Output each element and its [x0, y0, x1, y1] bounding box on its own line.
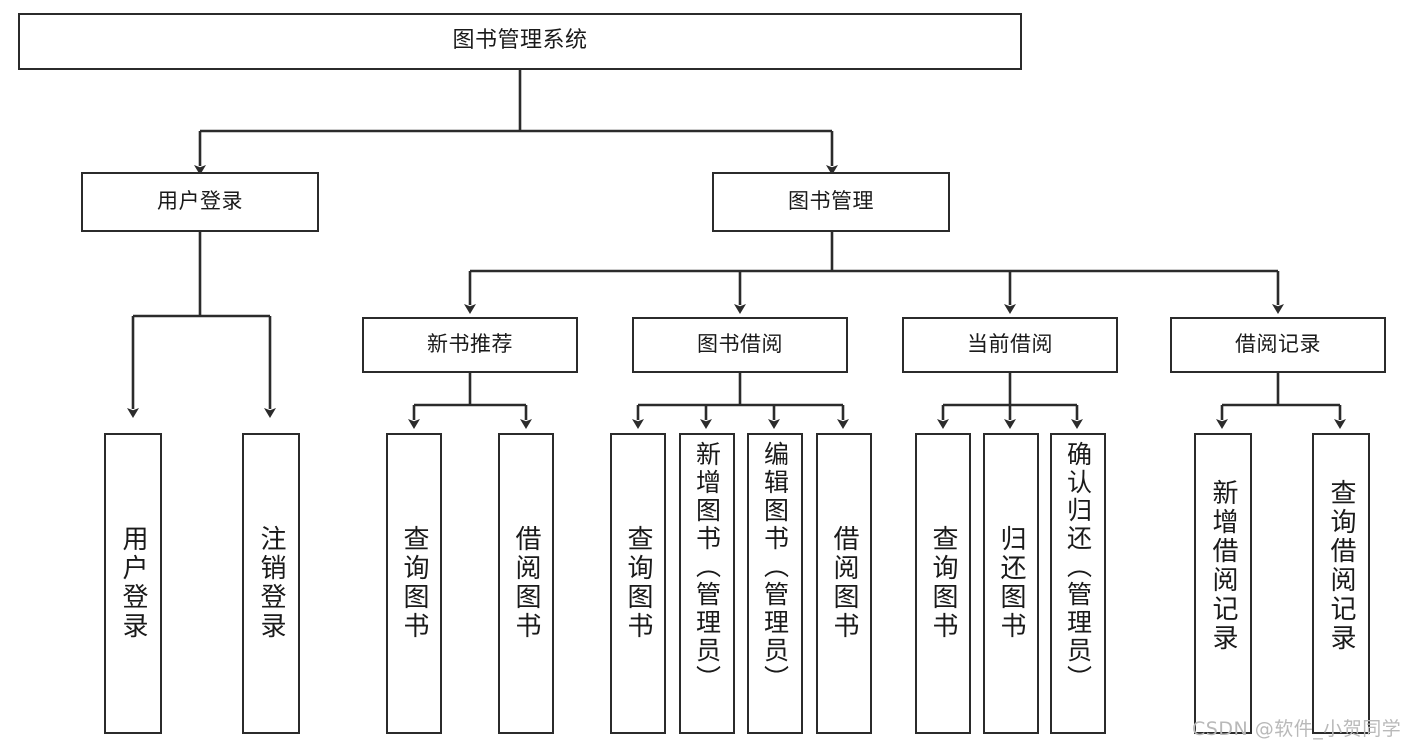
node-label: 新书推荐	[427, 332, 513, 357]
node-label: 图书管理	[788, 189, 874, 214]
node-label: 查询图书	[928, 525, 959, 641]
node-label: 用户登录	[157, 189, 243, 214]
node-user-login[interactable]: 用户登录	[81, 172, 319, 232]
node-label: 当前借阅	[967, 332, 1053, 357]
node-book-management[interactable]: 图书管理	[712, 172, 950, 232]
node-new-book-recommend[interactable]: 新书推荐	[362, 317, 578, 373]
node-label: 注销登录	[256, 525, 287, 641]
leaf-logout-login[interactable]: 注销登录	[242, 433, 300, 734]
leaf-add-borrow-record[interactable]: 新增借阅记录	[1194, 433, 1252, 734]
leaf-add-book-admin[interactable]: 新增图书（管理员）	[679, 433, 735, 734]
node-label: 图书管理系统	[452, 28, 588, 54]
node-label: 确认归还（管理员）	[1063, 441, 1093, 693]
leaf-query-book-2[interactable]: 查询图书	[610, 433, 666, 734]
leaf-borrow-book-2[interactable]: 借阅图书	[816, 433, 872, 734]
leaf-query-book-3[interactable]: 查询图书	[915, 433, 971, 734]
node-label: 查询图书	[399, 525, 430, 641]
leaf-user-login[interactable]: 用户登录	[104, 433, 162, 734]
node-label: 查询图书	[623, 525, 654, 641]
leaf-borrow-book-1[interactable]: 借阅图书	[498, 433, 554, 734]
leaf-return-book[interactable]: 归还图书	[983, 433, 1039, 734]
node-label: 归还图书	[996, 525, 1027, 641]
node-root-book-management-system[interactable]: 图书管理系统	[18, 13, 1022, 70]
node-label: 借阅记录	[1235, 332, 1321, 357]
leaf-confirm-return-admin[interactable]: 确认归还（管理员）	[1050, 433, 1106, 734]
node-label: 编辑图书（管理员）	[760, 441, 790, 693]
watermark-text: CSDN @软件_小贺同学	[1192, 718, 1402, 740]
node-label: 查询借阅记录	[1326, 479, 1357, 653]
node-label: 借阅图书	[829, 525, 860, 641]
node-borrow-record[interactable]: 借阅记录	[1170, 317, 1386, 373]
node-label: 借阅图书	[511, 525, 542, 641]
node-book-borrow[interactable]: 图书借阅	[632, 317, 848, 373]
node-label: 图书借阅	[697, 332, 783, 357]
node-label: 新增借阅记录	[1208, 479, 1239, 653]
leaf-query-book-1[interactable]: 查询图书	[386, 433, 442, 734]
leaf-query-borrow-record[interactable]: 查询借阅记录	[1312, 433, 1370, 734]
leaf-edit-book-admin[interactable]: 编辑图书（管理员）	[747, 433, 803, 734]
node-current-borrow[interactable]: 当前借阅	[902, 317, 1118, 373]
node-label: 用户登录	[118, 525, 149, 641]
node-label: 新增图书（管理员）	[692, 441, 722, 693]
